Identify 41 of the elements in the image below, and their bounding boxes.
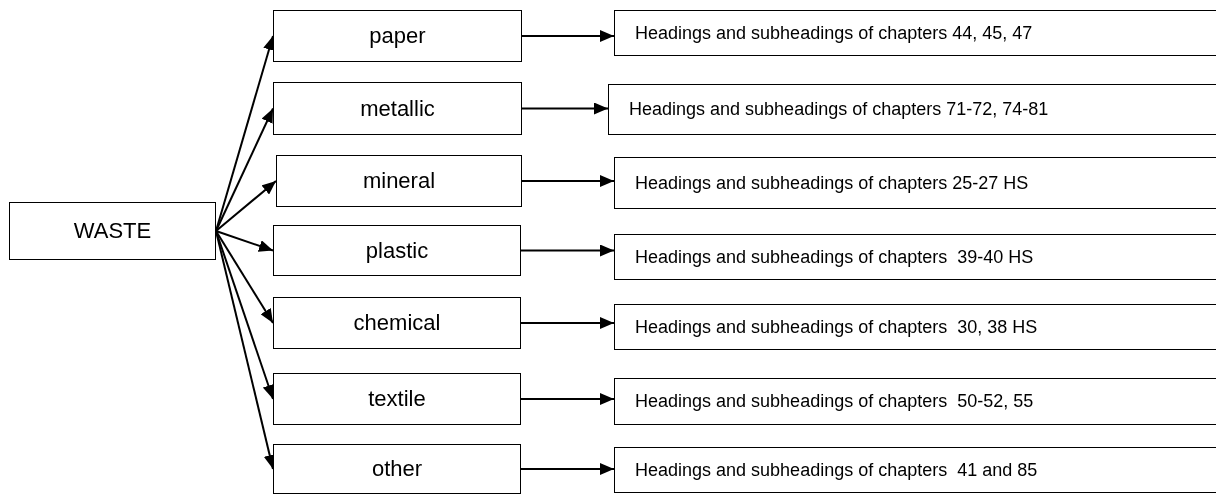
description-text: Headings and subheadings of chapters 25-27 HS [635,172,1029,194]
description-text: Headings and subheadings of chapters 44, 45, 47 [635,22,1033,44]
description-box [608,84,1216,135]
description-text: Headings and subheadings of chapters 39-40 HS [635,246,1034,268]
arrow [215,230,274,253]
arrow [520,317,615,329]
category-label: plastic [365,237,429,264]
category-label: mineral [362,168,436,194]
category-box [273,373,521,425]
category-box [273,10,522,62]
arrow [215,107,274,232]
category-box [276,155,522,207]
arrow [215,230,274,324]
arrow [521,102,609,115]
description-box [614,447,1216,493]
category-box [273,225,521,276]
category-box [9,202,216,260]
category-label: WASTE [73,218,152,244]
category-label: chemical [353,310,441,336]
category-label: textile [368,386,426,412]
arrow [521,30,615,42]
arrow [521,175,615,187]
arrow [520,463,615,475]
description-box [614,304,1216,350]
description-text: Headings and subheadings of chapters 71-72, 74-81 [629,99,1049,120]
category-label: metallic [360,95,435,122]
description-text: Headings and subheadings of chapters 41 and 85 [635,459,1038,481]
category-box [273,444,521,494]
category-box [273,82,522,135]
description-box [614,157,1216,209]
category-label: other [371,456,423,482]
arrow [520,244,615,257]
description-box [614,10,1216,56]
description-text: Headings and subheadings of chapters 50-52, 55 [635,391,1034,412]
description-box [614,378,1216,425]
arrow [520,393,615,405]
description-text: Headings and subheadings of chapters 30, 38 HS [635,316,1038,338]
arrow [215,180,277,232]
category-box [273,297,521,349]
category-label: paper [369,23,426,49]
description-box [614,234,1216,280]
